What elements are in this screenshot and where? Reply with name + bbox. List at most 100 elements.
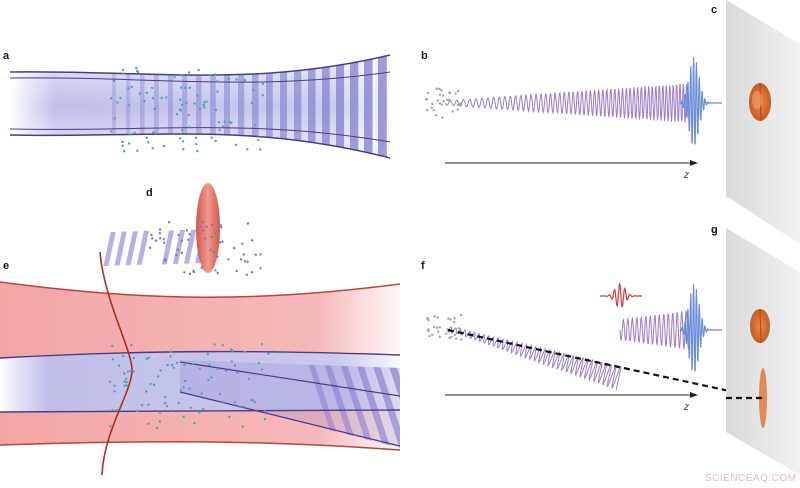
atom-dot [183, 363, 186, 367]
atom-dot [180, 239, 183, 242]
atom-dot [235, 78, 238, 81]
stripe [496, 350, 541, 460]
atom-dot [216, 90, 219, 93]
atom-dot [123, 380, 126, 383]
harmonic-wave-b [444, 83, 689, 123]
atom-dot [241, 242, 244, 245]
atom-dot [198, 256, 201, 259]
atom-dot [141, 404, 144, 407]
atom-dot [195, 142, 198, 146]
atom-dot [438, 335, 441, 339]
atom-dot [214, 108, 218, 112]
atom-dot [261, 82, 265, 86]
atom-dot [168, 221, 171, 224]
atom-dot [121, 140, 124, 144]
panel-b [425, 57, 722, 166]
atom-dot [143, 99, 146, 103]
atom-dot [109, 425, 112, 428]
atom-dot [259, 267, 262, 270]
atom-dot [247, 377, 250, 380]
atom-dot [448, 91, 452, 95]
atom-dot [135, 66, 138, 70]
atom-dot [436, 330, 440, 333]
atom-dot [113, 384, 116, 387]
stripe [480, 350, 525, 460]
panel-f [426, 281, 763, 400]
atom-dot [454, 92, 457, 95]
stripe [210, 55, 216, 158]
atom-dot [175, 254, 178, 257]
atom-dot [205, 100, 208, 103]
atom-dot [162, 238, 166, 241]
atom-cloud-f [426, 313, 463, 341]
atom-dot [246, 222, 250, 225]
red-beam-lower [0, 410, 400, 450]
atom-dot [427, 329, 430, 333]
stripe [367, 360, 400, 448]
atom-dot [187, 71, 191, 74]
stripe [336, 55, 345, 158]
atom-dot [198, 367, 201, 370]
stripe [238, 55, 245, 158]
atom-dot [253, 400, 257, 404]
atom-dot [181, 128, 184, 132]
atom-dot [245, 273, 248, 276]
atom-dot [453, 333, 457, 337]
atom-dot [130, 85, 133, 89]
atom-dot [246, 260, 249, 263]
atom-dot [182, 148, 185, 151]
atom-dot [450, 335, 453, 338]
atom-dot [157, 375, 160, 378]
atom-dot [228, 415, 231, 419]
atom-dot [216, 255, 219, 259]
atom-dot [224, 369, 228, 373]
atom-dot [108, 380, 112, 383]
atom-dot [113, 390, 116, 393]
panel-label-b: b [421, 50, 428, 62]
detector-screen-g [726, 228, 800, 475]
atom-dot [235, 269, 238, 273]
atom-dot [179, 137, 182, 140]
atom-dot [426, 109, 429, 112]
stripe [140, 55, 145, 158]
atom-dot [136, 409, 139, 413]
atom-dot [230, 360, 233, 363]
atom-dot [127, 87, 130, 90]
atom-dot [242, 405, 245, 408]
tilted-harmonic-wave-f [446, 326, 622, 390]
atom-dot [128, 133, 132, 136]
stripe [322, 55, 330, 158]
atom-dot [125, 384, 129, 387]
atom-dot [166, 363, 169, 367]
atom-dot [452, 320, 456, 324]
atom-dot [433, 315, 436, 318]
atom-dot [164, 395, 167, 399]
atom-dot [261, 94, 264, 97]
grating-stripe [114, 231, 127, 266]
atom-dot [128, 104, 131, 107]
atom-dot [457, 89, 460, 93]
atom-dot [254, 253, 257, 256]
atom-dot [145, 91, 148, 95]
atom-dot [230, 121, 233, 125]
atom-dot [183, 379, 187, 383]
atom-dot [435, 326, 439, 329]
atom-dot [158, 232, 162, 235]
atom-dot [126, 370, 130, 373]
atom-dot [122, 72, 125, 75]
atom-dot [175, 113, 179, 116]
stripe [294, 55, 302, 158]
atom-dot [218, 392, 222, 396]
atom-dot [445, 332, 448, 335]
atom-dot [446, 98, 449, 102]
atom-dot [173, 76, 176, 79]
atom-dot [154, 239, 158, 242]
stripe [252, 55, 259, 158]
atom-dot [202, 106, 206, 109]
atom-dot [438, 93, 442, 96]
stripe [350, 55, 359, 158]
stripe [319, 360, 362, 448]
atom-dot [115, 408, 119, 412]
atom-dot [220, 226, 223, 229]
atom-dot [179, 98, 182, 101]
